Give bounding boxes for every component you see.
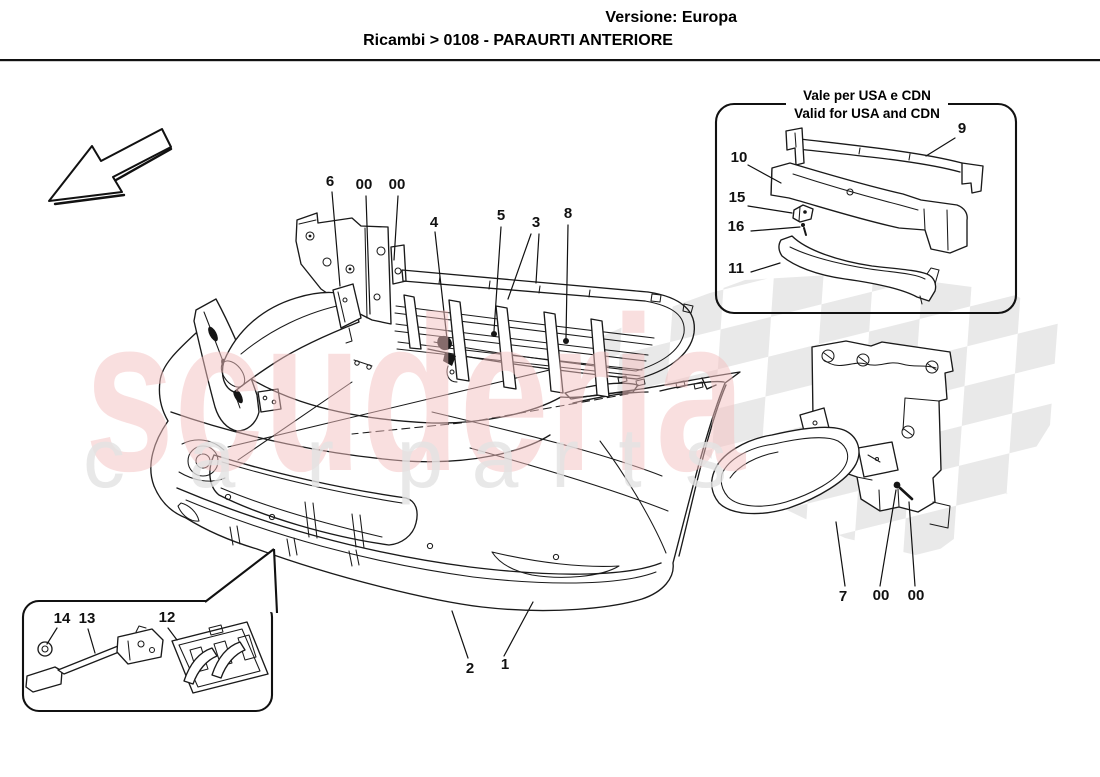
- watermark-letter: t: [618, 411, 641, 505]
- callout-labels: 6 00 00 4 5 3 8 9 10 15 16 11 7 00 00 14…: [54, 120, 967, 677]
- inset-pointer-tail: [205, 549, 277, 613]
- part-11-drawing: [778, 235, 940, 305]
- callout-11: 11: [728, 260, 744, 277]
- callout-2: 2: [466, 660, 474, 677]
- right-duct-assembly-drawing: [711, 340, 954, 529]
- callout-7: 7: [839, 588, 847, 605]
- front-grille-drawing: [394, 269, 695, 398]
- callout-16: 16: [728, 218, 745, 235]
- bracket-inset-border: [21, 599, 274, 713]
- header-divider: [0, 59, 1100, 62]
- callout-00-b: 00: [389, 176, 406, 193]
- page-header: Versione: Europa Ricambi > 0108 - PARAUR…: [0, 9, 1100, 62]
- callout-leader-lines: [46, 137, 956, 659]
- watermark-letter: a: [189, 411, 236, 505]
- callout-4: 4: [430, 214, 439, 231]
- part-12-drawing: [171, 621, 269, 694]
- callout-8: 8: [564, 205, 572, 222]
- usa-cdn-inset-box: Vale per USA e CDN Valid for USA and CDN: [714, 86, 1018, 315]
- brand-watermark-text: scuderia: [85, 271, 746, 517]
- watermark-letter: a: [472, 411, 519, 505]
- callout-15: 15: [729, 189, 746, 206]
- usa-inset-title-mask: [786, 86, 948, 110]
- front-bumper-drawing: [150, 332, 741, 612]
- bracket-inset-box: [21, 548, 279, 713]
- callout-10: 10: [731, 149, 748, 166]
- callout-00-a: 00: [356, 176, 373, 193]
- callout-00-d: 00: [908, 587, 925, 604]
- part-9-drawing: [785, 127, 984, 194]
- callout-14: 14: [54, 610, 71, 627]
- watermark-letter: r: [551, 411, 579, 505]
- version-label: Versione: Europa: [605, 9, 737, 26]
- watermark-letter: s: [685, 411, 727, 505]
- brand-watermark: scuderia: [85, 271, 746, 517]
- callout-13: 13: [79, 610, 96, 627]
- callout-00-c: 00: [873, 587, 890, 604]
- callout-9: 9: [958, 120, 966, 137]
- callout-3: 3: [532, 214, 540, 231]
- callout-1: 1: [501, 656, 509, 673]
- watermark-letter: c: [83, 411, 125, 505]
- usa-inset-title-it: Vale per USA e CDN: [803, 88, 931, 103]
- part-10-drawing: [770, 162, 968, 254]
- brand-watermark-subtext: c a r p a r t s: [83, 411, 727, 505]
- callout-5: 5: [497, 207, 505, 224]
- breadcrumb: Ricambi > 0108 - PARAURTI ANTERIORE: [363, 32, 673, 49]
- direction-arrow-icon: [48, 128, 173, 206]
- watermark-letter: r: [306, 411, 334, 505]
- usa-inset-title-en: Valid for USA and CDN: [794, 106, 940, 121]
- part-15-16-drawing: [792, 204, 814, 236]
- callout-6: 6: [326, 173, 334, 190]
- part-13-drawing: [25, 625, 164, 693]
- watermark-letter: p: [397, 411, 444, 505]
- callout-12: 12: [159, 609, 176, 626]
